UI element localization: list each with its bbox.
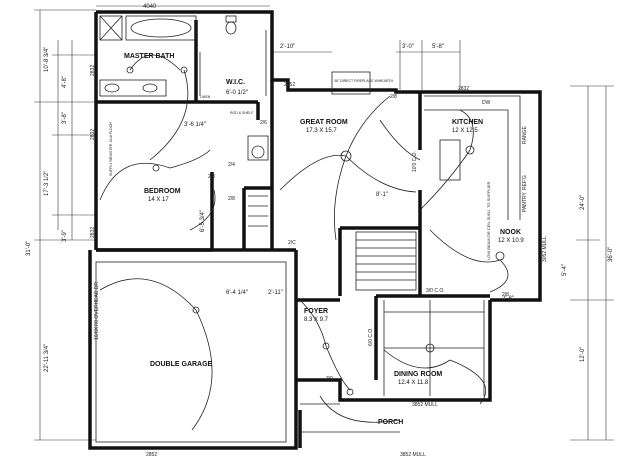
room-bedroom-size: 14 X 17: [148, 197, 169, 203]
label-win-2852-a: 2852: [284, 82, 295, 88]
dim-right-5-4: 5'-4": [562, 264, 568, 276]
label-door-10-0-co: 10'0 C.O.: [412, 151, 418, 172]
interior-walls: [96, 20, 490, 380]
label-beam-note: LOW BEAM OR CEIL SUBJ. TO SUPPLIER: [486, 181, 491, 260]
dim-bed-6-5: 6'-5 3/4": [200, 210, 206, 232]
label-door-2-4: 2/4: [228, 162, 235, 168]
room-master-bath: MASTER BATH: [124, 53, 174, 60]
dim-left-4-8: 4'-8": [62, 76, 68, 88]
dim-mid-2-11: 2'-11": [268, 290, 283, 296]
dim-left-10-8: 10'-8 3/4": [44, 47, 50, 72]
label-door-2-6: 2/6: [260, 120, 267, 126]
dim-right-24-0: 24'-0": [580, 195, 586, 210]
room-bedroom: BEDROOM: [144, 188, 181, 195]
room-great-room: GREAT ROOM: [300, 119, 348, 126]
dim-left-3-9: 3'-9": [62, 230, 68, 242]
room-nook: NOOK: [500, 229, 521, 236]
left-dimension-lines: [34, 9, 96, 441]
room-kitchen: KITCHEN: [452, 119, 483, 126]
label-hvac-note: SUPPLY REGISTER 10x8 FLOOR: [109, 122, 113, 176]
room-wic: W.I.C.: [226, 79, 245, 86]
label-fireplace: 36" DIRECT FIREPLACE W/HEARTH: [334, 79, 394, 83]
label-door-3-0-co: 3/0 C.O.: [426, 288, 445, 294]
exterior-walls: [88, 10, 542, 450]
dim-left-3-8: 3'-8": [62, 112, 68, 124]
room-dining-size: 12.4 X 11.8: [398, 380, 429, 386]
room-great-room-size: 17.3 X 15.7: [306, 128, 337, 134]
label-door-2-c: 2/C: [288, 240, 296, 246]
label-garage-door: 16/8X7/0 OVERHEAD DR.: [94, 281, 100, 340]
label-door-2-8-c: 2/8: [228, 196, 235, 202]
dim-top-4040: 4040: [143, 4, 157, 10]
room-wic-size: 6'-0 1/2": [226, 90, 248, 96]
label-pantry: PANTRY: [522, 192, 528, 212]
label-win-2832-a: 2832: [90, 65, 96, 76]
dim-bed-3-6: 3'-6 1/4": [184, 122, 206, 128]
dim-left-31-0: 31'-0": [26, 241, 32, 256]
label-win-3852-mull-b: 3852 MULL: [400, 452, 426, 458]
label-win-3852-mull: 3852 MULL: [412, 402, 438, 408]
label-linen: LINEN: [200, 95, 211, 99]
dim-right-2-8: 2'-8": [502, 296, 514, 302]
dim-mid-6-4: 6'-4 1/4": [226, 290, 248, 296]
room-double-garage: DOUBLE GARAGE: [150, 361, 213, 368]
label-door-3-0: 3/0: [326, 376, 333, 382]
dim-great-3-0: 3'-0": [402, 44, 414, 50]
label-win-2832-b: 2832: [90, 129, 96, 140]
dim-right-12-0: 12'-0": [580, 347, 586, 362]
electrical-wiring: [99, 54, 509, 431]
label-door-6-0-co: 6/0 C.O.: [368, 327, 374, 346]
dim-great-2-10: 2'-10": [280, 44, 295, 50]
fixtures: [95, 15, 521, 443]
label-win-2832-d: 2832: [458, 86, 469, 92]
right-dimension-lines: [570, 85, 614, 441]
label-win-2852-b: 2852: [146, 452, 157, 458]
top-dimension-lines: [96, 5, 461, 90]
room-foyer-size: 8.3 X 9.7: [304, 317, 329, 323]
label-win-3052-mull: 3052 MULL: [542, 236, 548, 262]
dim-left-17-3: 17'-3 1/2": [44, 171, 50, 196]
room-foyer: FOYER: [304, 308, 328, 315]
label-range: RANGE: [522, 126, 528, 144]
dim-mid-8-1: 8'-1": [376, 192, 388, 198]
label-refg: REF'G: [522, 175, 528, 190]
room-porch: PORCH: [378, 419, 403, 426]
label-door-2-8-b: 2/8: [208, 174, 215, 180]
room-nook-size: 12 X 10.9: [498, 238, 524, 244]
dim-right-36-0: 36'-0": [608, 247, 614, 262]
label-rod-shelf: ROD & SHELF: [230, 111, 253, 115]
room-kitchen-size: 12 X 12.5: [452, 128, 478, 134]
label-door-2-8-d: 2/8: [502, 292, 509, 298]
label-dw: DW: [482, 100, 491, 106]
dim-great-5-8: 5'-8": [432, 44, 444, 50]
room-dining: DINING ROOM: [394, 371, 442, 378]
label-door-2-8-a: 2/8: [390, 94, 397, 100]
label-win-2832-c: 2832: [90, 227, 96, 238]
dim-left-22-11: 22'-11 3/4": [44, 344, 50, 372]
light-fixtures: [126, 66, 505, 396]
